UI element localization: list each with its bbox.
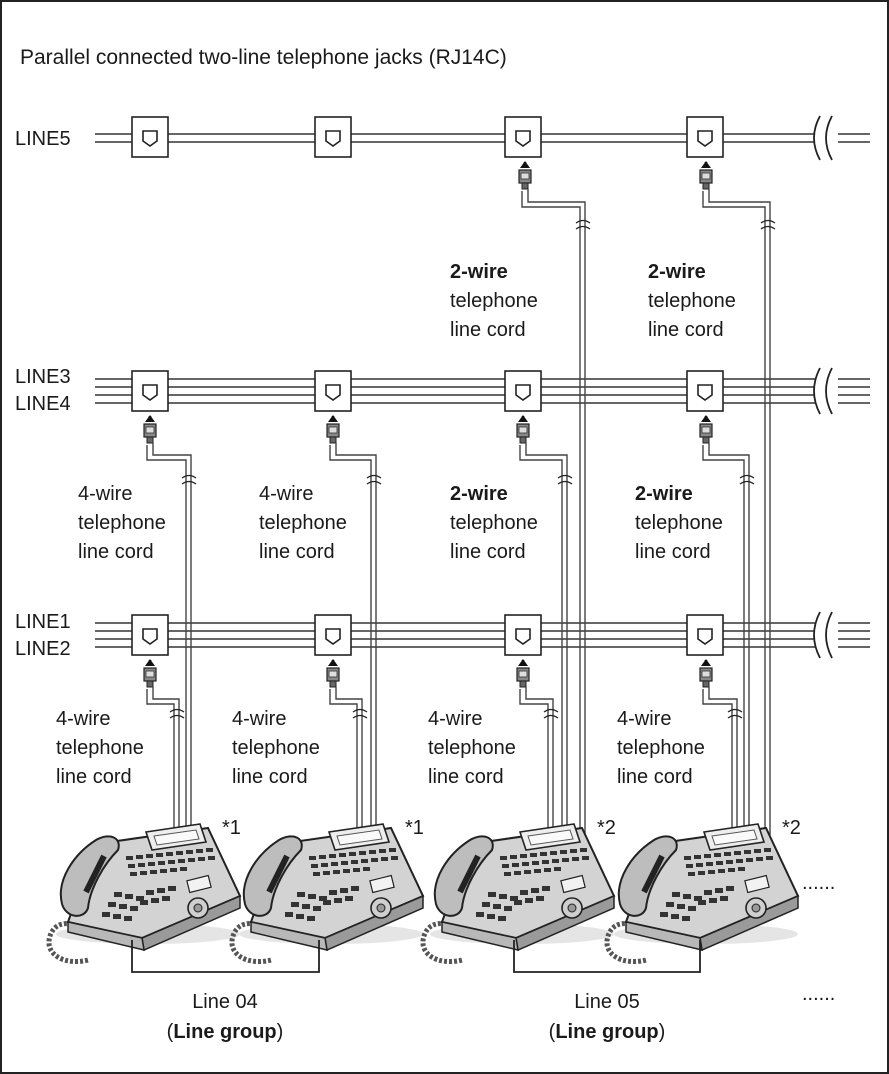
- cord-label-line34-2-telephone: telephone: [259, 512, 347, 534]
- plug-line5-3: [517, 159, 533, 191]
- line1-line2-bus: [95, 622, 870, 648]
- cord-label-line12-1-linecord: line cord: [56, 766, 132, 788]
- cord-break-mark: [366, 474, 382, 485]
- group-2-line: Line 05: [574, 991, 640, 1013]
- cords: [146, 189, 771, 835]
- plug-line12-2: [325, 657, 341, 689]
- label-line2: LINE2: [15, 638, 71, 660]
- jack-line12-4: [686, 614, 724, 656]
- plug-line12-3: [515, 657, 531, 689]
- group-1-line: Line 04: [192, 991, 258, 1013]
- cord-label-line34-4-telephone: telephone: [635, 512, 723, 534]
- plug-line34-3: [515, 413, 531, 445]
- cord-label-line12-2-linecord: line cord: [232, 766, 308, 788]
- line-group-bracket-1: [131, 940, 320, 973]
- jack-line34-1: [131, 370, 169, 412]
- plug-line12-1: [142, 657, 158, 689]
- cord-break-mark: [575, 219, 591, 230]
- ellipsis-more-groups: ......: [802, 983, 835, 1005]
- cord-break-mark: [727, 708, 743, 719]
- line-group-bracket-2: [513, 940, 701, 973]
- jack-line34-4: [686, 370, 724, 412]
- footnote-marker-1a: *1: [222, 817, 241, 839]
- footnote-marker-2b: *2: [782, 817, 801, 839]
- line5-break-mark: [813, 115, 833, 161]
- cord-label-line34-1-linecord: line cord: [78, 541, 154, 563]
- label-line5: LINE5: [15, 128, 71, 150]
- cord-label-line12-2-telephone: telephone: [232, 737, 320, 759]
- jack-line5-1: [131, 116, 169, 158]
- cord-label-line12-3-linecord: line cord: [428, 766, 504, 788]
- cord-label-line12-2-type: 4-wire: [232, 708, 286, 730]
- cord-label-line12-3-telephone: telephone: [428, 737, 516, 759]
- line3-line4-break-mark: [813, 367, 833, 415]
- cord-break-mark: [352, 708, 368, 719]
- cord-break-mark: [169, 708, 185, 719]
- plug-line34-1: [142, 413, 158, 445]
- cord-label-line5-3-type: 2-wire: [450, 261, 508, 283]
- cord-label-line34-3-type: 2-wire: [450, 483, 508, 505]
- group-1-label: (Line group): [167, 1021, 284, 1043]
- plug-line34-4: [698, 413, 714, 445]
- cord-break-mark: [181, 474, 197, 485]
- cord-label-line12-4-linecord: line cord: [617, 766, 693, 788]
- label-line3: LINE3: [15, 366, 71, 388]
- group-2-label: (Line group): [549, 1021, 666, 1043]
- line5-bus: [95, 133, 870, 143]
- cord-label-line34-2-type: 4-wire: [259, 483, 313, 505]
- jack-line5-2: [314, 116, 352, 158]
- footnote-marker-1b: *1: [405, 817, 424, 839]
- cord-label-line5-4-linecord: line cord: [648, 319, 724, 341]
- cord-label-line34-3-linecord: line cord: [450, 541, 526, 563]
- cord-label-line5-3-linecord: line cord: [450, 319, 526, 341]
- cord-label-line34-2-linecord: line cord: [259, 541, 335, 563]
- cord-label-line34-1-type: 4-wire: [78, 483, 132, 505]
- telephone-3-icon: [423, 824, 614, 962]
- jack-line5-3: [504, 116, 542, 158]
- diagram-title: Parallel connected two-line telephone ja…: [20, 46, 507, 69]
- label-line4: LINE4: [15, 393, 71, 415]
- jack-line34-3: [504, 370, 542, 412]
- cord-label-line12-1-telephone: telephone: [56, 737, 144, 759]
- telephone-1-icon: [49, 824, 240, 962]
- cord-label-line12-4-telephone: telephone: [617, 737, 705, 759]
- cord-label-line34-3-telephone: telephone: [450, 512, 538, 534]
- cord-label-line12-3-type: 4-wire: [428, 708, 482, 730]
- jack-line12-2: [314, 614, 352, 656]
- cord-label-line12-1-type: 4-wire: [56, 708, 110, 730]
- telephone-2-icon: [232, 824, 423, 962]
- cord-label-line5-4-type: 2-wire: [648, 261, 706, 283]
- cord-break-mark: [739, 474, 755, 485]
- plug-line34-2: [325, 413, 341, 445]
- cord-label-line5-4-telephone: telephone: [648, 290, 736, 312]
- cord-label-line34-1-telephone: telephone: [78, 512, 166, 534]
- cord-label-line34-4-linecord: line cord: [635, 541, 711, 563]
- cord-break-mark: [543, 708, 559, 719]
- cord-label-line5-3-telephone: telephone: [450, 290, 538, 312]
- jack-line12-3: [504, 614, 542, 656]
- cord-break-mark: [760, 219, 776, 230]
- label-line1: LINE1: [15, 611, 71, 633]
- telephone-4-icon: [607, 824, 798, 962]
- line3-line4-bus: [95, 378, 870, 404]
- plug-line12-4: [698, 657, 714, 689]
- cord-label-line34-4-type: 2-wire: [635, 483, 693, 505]
- jack-line34-2: [314, 370, 352, 412]
- jack-line12-1: [131, 614, 169, 656]
- plug-line5-4: [698, 159, 714, 191]
- footnote-marker-2a: *2: [597, 817, 616, 839]
- jack-line5-4: [686, 116, 724, 158]
- cord-label-line12-4-type: 4-wire: [617, 708, 671, 730]
- ellipsis-more-phones: ......: [802, 872, 835, 894]
- cord-break-mark: [557, 474, 573, 485]
- line1-line2-break-mark: [813, 611, 833, 659]
